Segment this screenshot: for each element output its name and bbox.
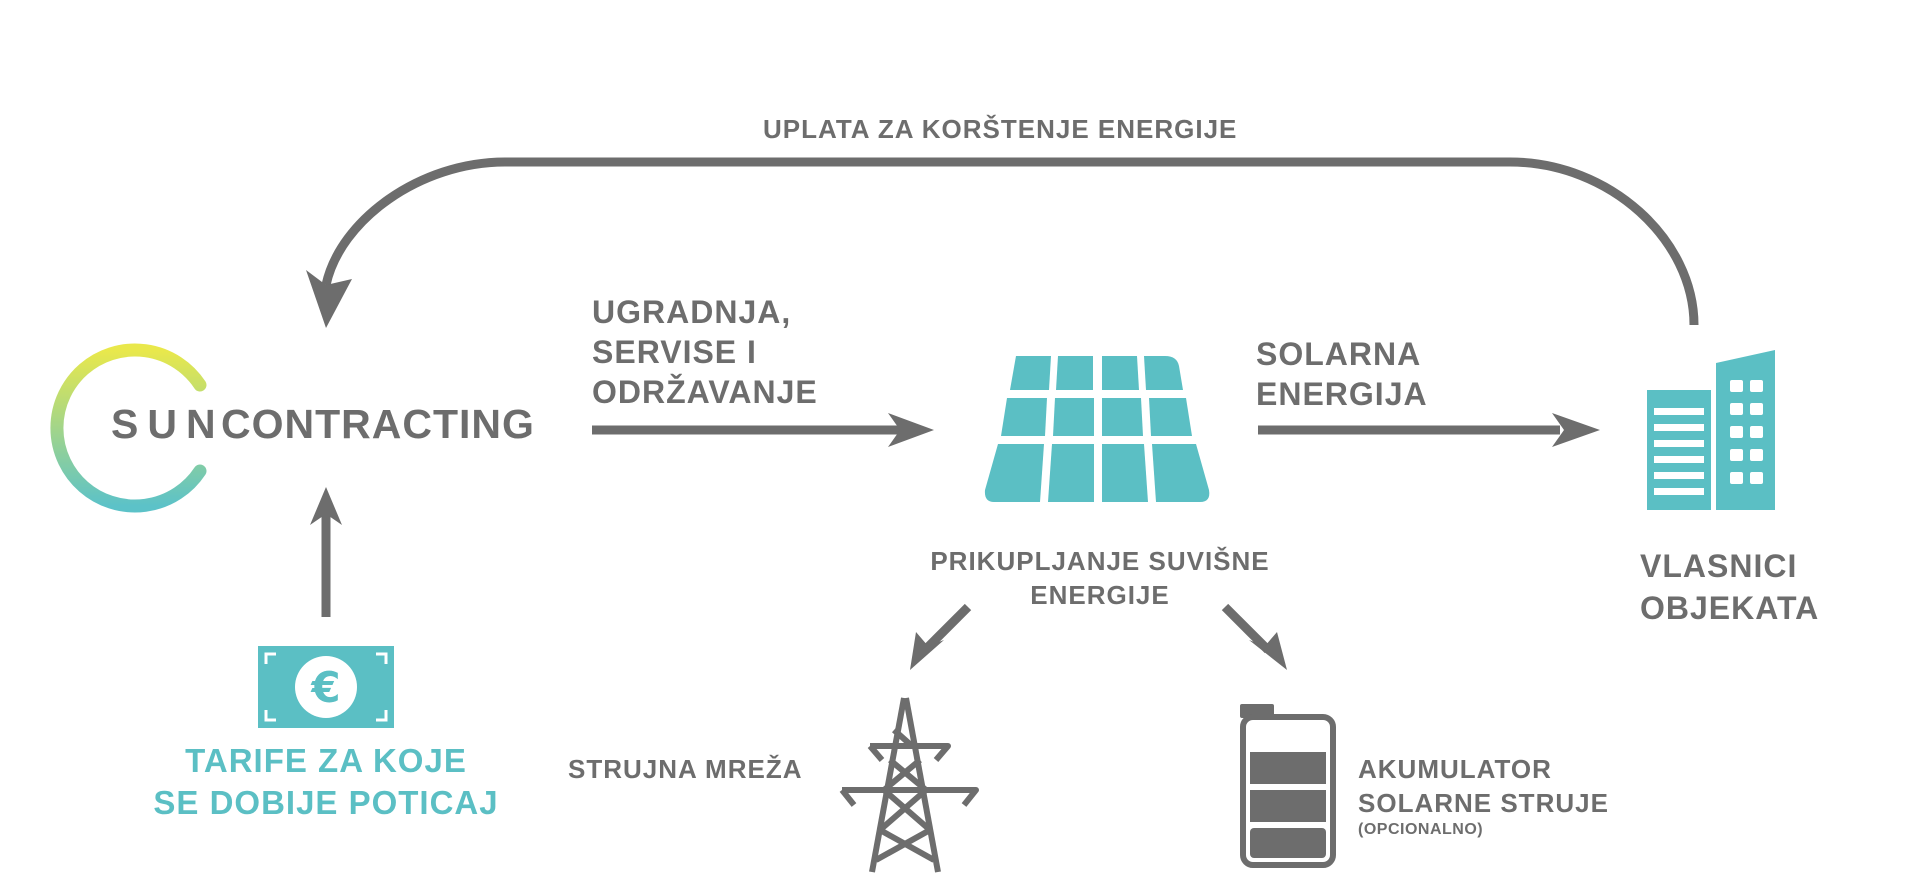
power-tower-icon xyxy=(839,697,979,873)
installation-label: UGRADNJA, SERVISE I ODRŽAVANJE xyxy=(592,294,818,410)
solar-energy-arrow xyxy=(1258,413,1600,447)
payment-arrowhead xyxy=(306,270,352,328)
brand-name-suffix: CONTRACTING xyxy=(221,401,535,447)
surplus-label: PRIKUPLJANJE SUVIŠNE ENERGIJE xyxy=(930,546,1270,610)
grid-label: STRUJNA MREŽA xyxy=(568,754,803,784)
tariff-arrow xyxy=(310,487,342,617)
battery-optional-note: (OPCIONALNO) xyxy=(1358,821,1484,838)
office-building-icon xyxy=(1647,350,1775,510)
euro-symbol: € xyxy=(310,663,340,712)
euro-bill-icon: € xyxy=(258,646,394,728)
battery-icon xyxy=(1240,704,1336,868)
payment-label: UPLATA ZA KORŠTENJE ENERGIJE xyxy=(763,114,1238,144)
battery-label: AKUMULATOR SOLARNE STRUJE xyxy=(1358,754,1609,818)
brand-name-prefix: SUN xyxy=(111,401,225,447)
solar-panel-icon xyxy=(984,356,1210,502)
tariff-label: TARIFE ZA KOJE SE DOBIJE POTICAJ xyxy=(153,742,499,821)
solar-energy-label: SOLARNA ENERGIJA xyxy=(1256,336,1428,412)
payment-arrow xyxy=(321,157,1699,326)
brand-ring-icon xyxy=(50,343,207,513)
installation-arrow xyxy=(592,413,934,447)
owners-label: VLASNICI OBJEKATA xyxy=(1640,548,1820,626)
battery-arrow xyxy=(1221,603,1287,670)
grid-arrow xyxy=(910,603,972,670)
